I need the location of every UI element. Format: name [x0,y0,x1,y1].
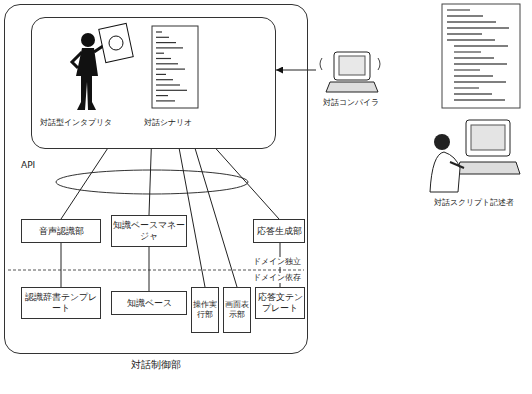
node-label: 画面表示部 [224,300,250,319]
domain-label: ドメイン依存 [252,273,302,283]
node-label: 知識ベースマネージャ [112,220,186,242]
connector-line [149,247,150,291]
resource-box: 応答文テンプレート [255,287,305,319]
interface-label: API [20,160,36,171]
script-writer-illustration [420,2,528,214]
connector-line [216,149,279,219]
module-box: 知識ベースマネージャ [111,215,187,247]
api-ellipse [56,170,248,194]
dialogue-control-unit: 対話型インタプリタ 対話シナリオ音声認識部 知識ベースマネージャ 応答生成部認識辞書テ… [4,4,308,354]
connector-line [149,149,151,215]
caption-label: 対話制御部 [5,359,307,371]
connector-line [61,149,107,219]
node-label: 応答生成部 [257,226,302,237]
script-writer: 対話スクリプト記述者 [420,2,528,214]
resource-box: 知識ベース [111,291,187,315]
node-label: 応答文テンプレート [256,292,304,314]
module-box: 音声認識部 [21,219,101,243]
connector-line [276,70,316,71]
module-box: 応答生成部 [253,219,305,243]
node-label: 対話型インタプリタ [40,118,112,128]
node-label: 対話コンパイラ [316,98,386,108]
module-box: 画面表示部 [223,287,251,333]
node-label: 対話スクリプト記述者 [420,198,528,208]
module-box: 操作実行部 [191,287,219,333]
connector-line [61,243,62,287]
compiler-icon: 対話コンパイラ [316,48,386,112]
node-label: 操作実行部 [192,300,218,319]
node-label: 音声認識部 [39,226,84,237]
domain-label: ドメイン独立 [252,257,302,267]
node-label: 対話シナリオ [144,118,192,128]
interpreter-panel: 対話型インタプリタ 対話シナリオ [31,17,276,149]
connector-line [195,149,237,287]
node-label: 知識ベース [127,298,172,309]
resource-box: 認識辞書テンプレート [21,287,101,319]
domain-divider [8,270,304,271]
node-label: 認識辞書テンプレート [22,292,100,314]
interpreter-illustration [32,18,275,148]
